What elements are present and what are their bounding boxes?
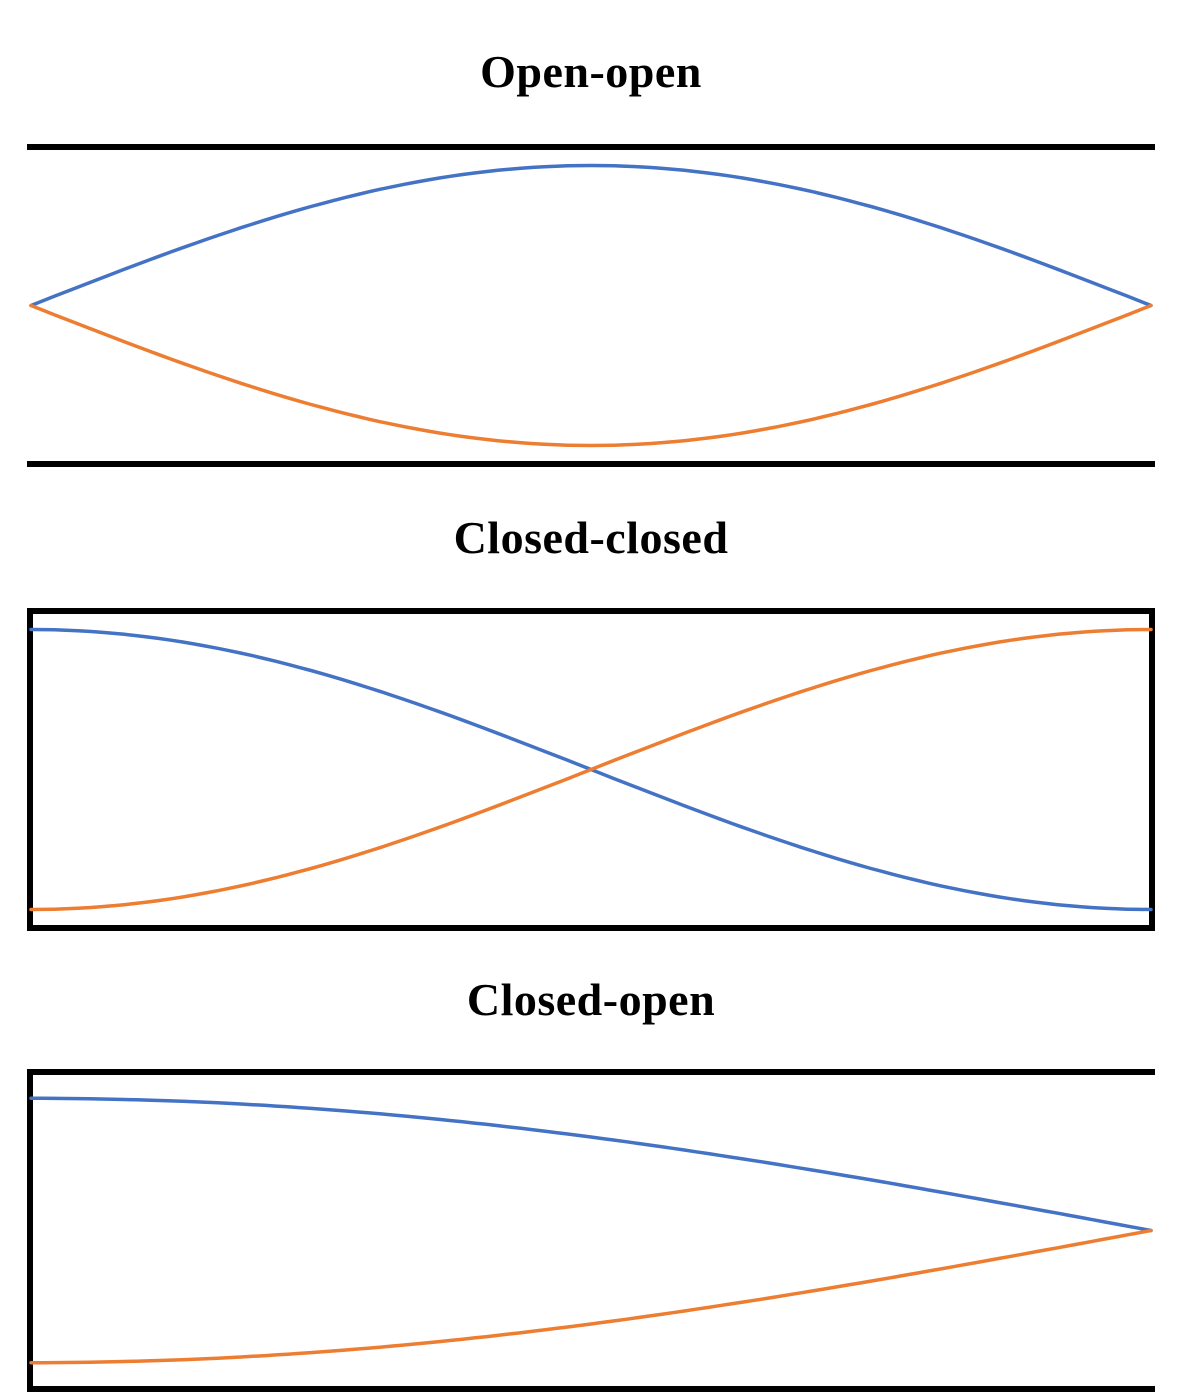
open-open-pipe-diagram (27, 144, 1155, 468)
orange-wave (29, 304, 1153, 448)
panel-section-closed-closed: Closed-closed (27, 506, 1155, 931)
blue-wave (29, 164, 1153, 308)
panel-title-closed-open: Closed-open (466, 973, 716, 1025)
blue-wave (29, 1096, 1153, 1233)
standing-wave-figure: Open-open Closed-closed Closed-open (0, 38, 1182, 1392)
panel-title-open-open: Open-open (480, 46, 702, 98)
orange-wave (29, 1228, 1153, 1365)
closed-closed-pipe-diagram (27, 607, 1155, 931)
closed-open-pipe-diagram (27, 1069, 1155, 1392)
orange-wave (29, 627, 1153, 911)
panel-section-open-open: Open-open (27, 38, 1155, 468)
panel-section-closed-open: Closed-open (27, 969, 1155, 1392)
panel-title-closed-closed: Closed-closed (453, 511, 729, 563)
